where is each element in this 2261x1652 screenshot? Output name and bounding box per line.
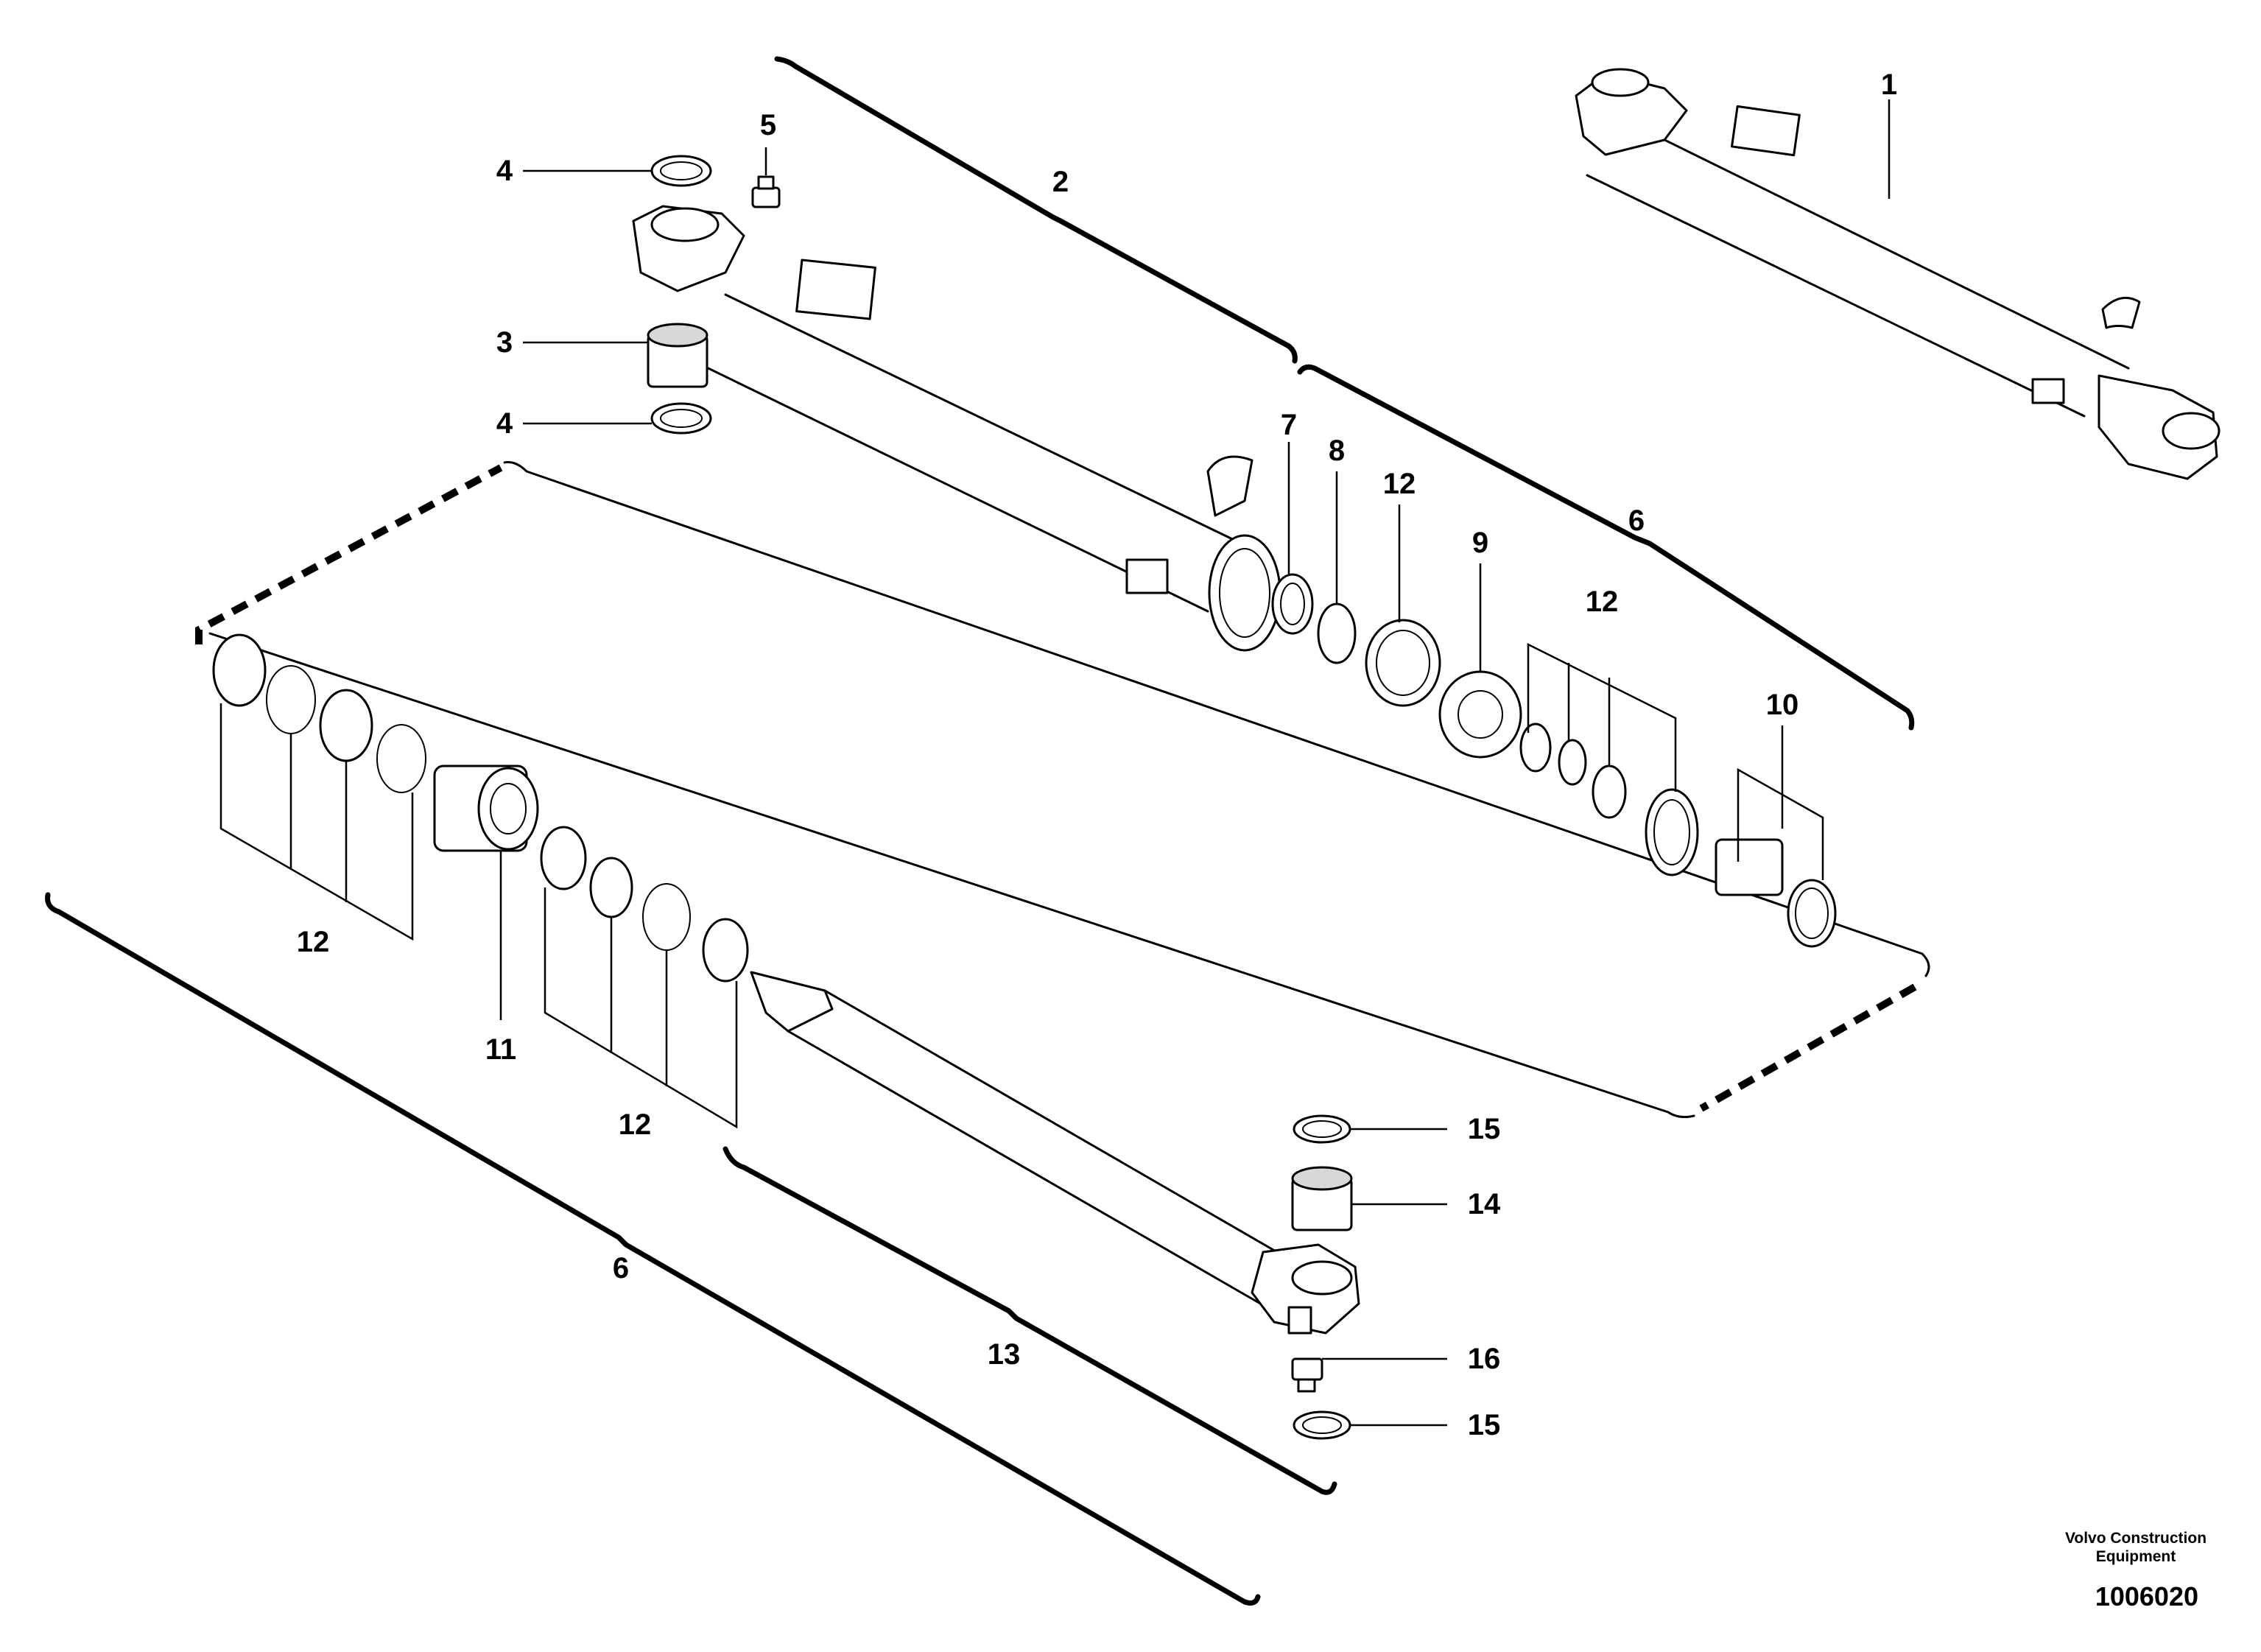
callout-12-right: 12: [1586, 586, 1619, 618]
leader-lines: [219, 99, 1891, 1427]
callout-14: 14: [1468, 1188, 1501, 1220]
bracket-6-upper: [1297, 364, 1915, 731]
bracket-6-lower: [45, 892, 1261, 1606]
bracket-2: [774, 56, 1298, 364]
callout-1: 1: [1881, 68, 1897, 101]
seal-ring-4a: [650, 155, 712, 187]
callout-12-right-top: 12: [1383, 468, 1416, 500]
bracket-13: [722, 1146, 1337, 1495]
callout-6-upper: 6: [1628, 505, 1645, 537]
seal-ring-4b: [650, 402, 712, 435]
callout-15-bottom: 15: [1468, 1409, 1501, 1441]
grease-nipple-16: [1291, 1357, 1323, 1393]
brand-line-2: Equipment: [2096, 1548, 2176, 1565]
seal-ring-15a: [1293, 1114, 1351, 1144]
piston-rod: [750, 971, 1360, 1335]
callout-12-left: 12: [297, 926, 330, 958]
seal-ring-15b: [1293, 1410, 1351, 1440]
callout-6-lower: 6: [613, 1252, 629, 1284]
bushing-14: [1291, 1166, 1353, 1231]
bushing-3: [647, 323, 708, 388]
callout-3: 3: [496, 326, 513, 359]
callout-5: 5: [760, 109, 776, 141]
seal-set-12d: [540, 826, 749, 983]
brand-line-1: Volvo Construction: [2065, 1530, 2207, 1547]
seal-7: [1271, 573, 1314, 635]
callout-4-top: 4: [496, 155, 513, 187]
callout-10: 10: [1766, 689, 1799, 721]
seal-set-12b: [1519, 723, 1699, 876]
callout-9: 9: [1472, 527, 1488, 559]
callout-16: 16: [1468, 1343, 1501, 1375]
piston-group-outline: [195, 461, 1930, 1119]
bushing-10: [1715, 838, 1837, 948]
callout-2: 2: [1052, 166, 1069, 198]
callout-7: 7: [1281, 409, 1297, 441]
lock-washer-8: [1317, 602, 1357, 664]
grease-nipple-5: [751, 175, 781, 208]
callout-15-top: 15: [1468, 1113, 1501, 1145]
callout-8: 8: [1329, 435, 1345, 467]
callout-11: 11: [485, 1033, 516, 1066]
callout-13: 13: [988, 1338, 1021, 1371]
piston-9: [1438, 670, 1522, 759]
drawing-number: 1006020: [2095, 1581, 2198, 1611]
cylinder-head-11: [433, 765, 539, 852]
callout-12-bottom: 12: [619, 1108, 652, 1141]
callout-4-bottom: 4: [496, 407, 513, 440]
assembled-cylinder: [1575, 68, 2220, 480]
guide-ring-12a: [1365, 619, 1441, 707]
seal-set-12c: [212, 633, 426, 793]
cylinder-tube: [632, 205, 1281, 652]
